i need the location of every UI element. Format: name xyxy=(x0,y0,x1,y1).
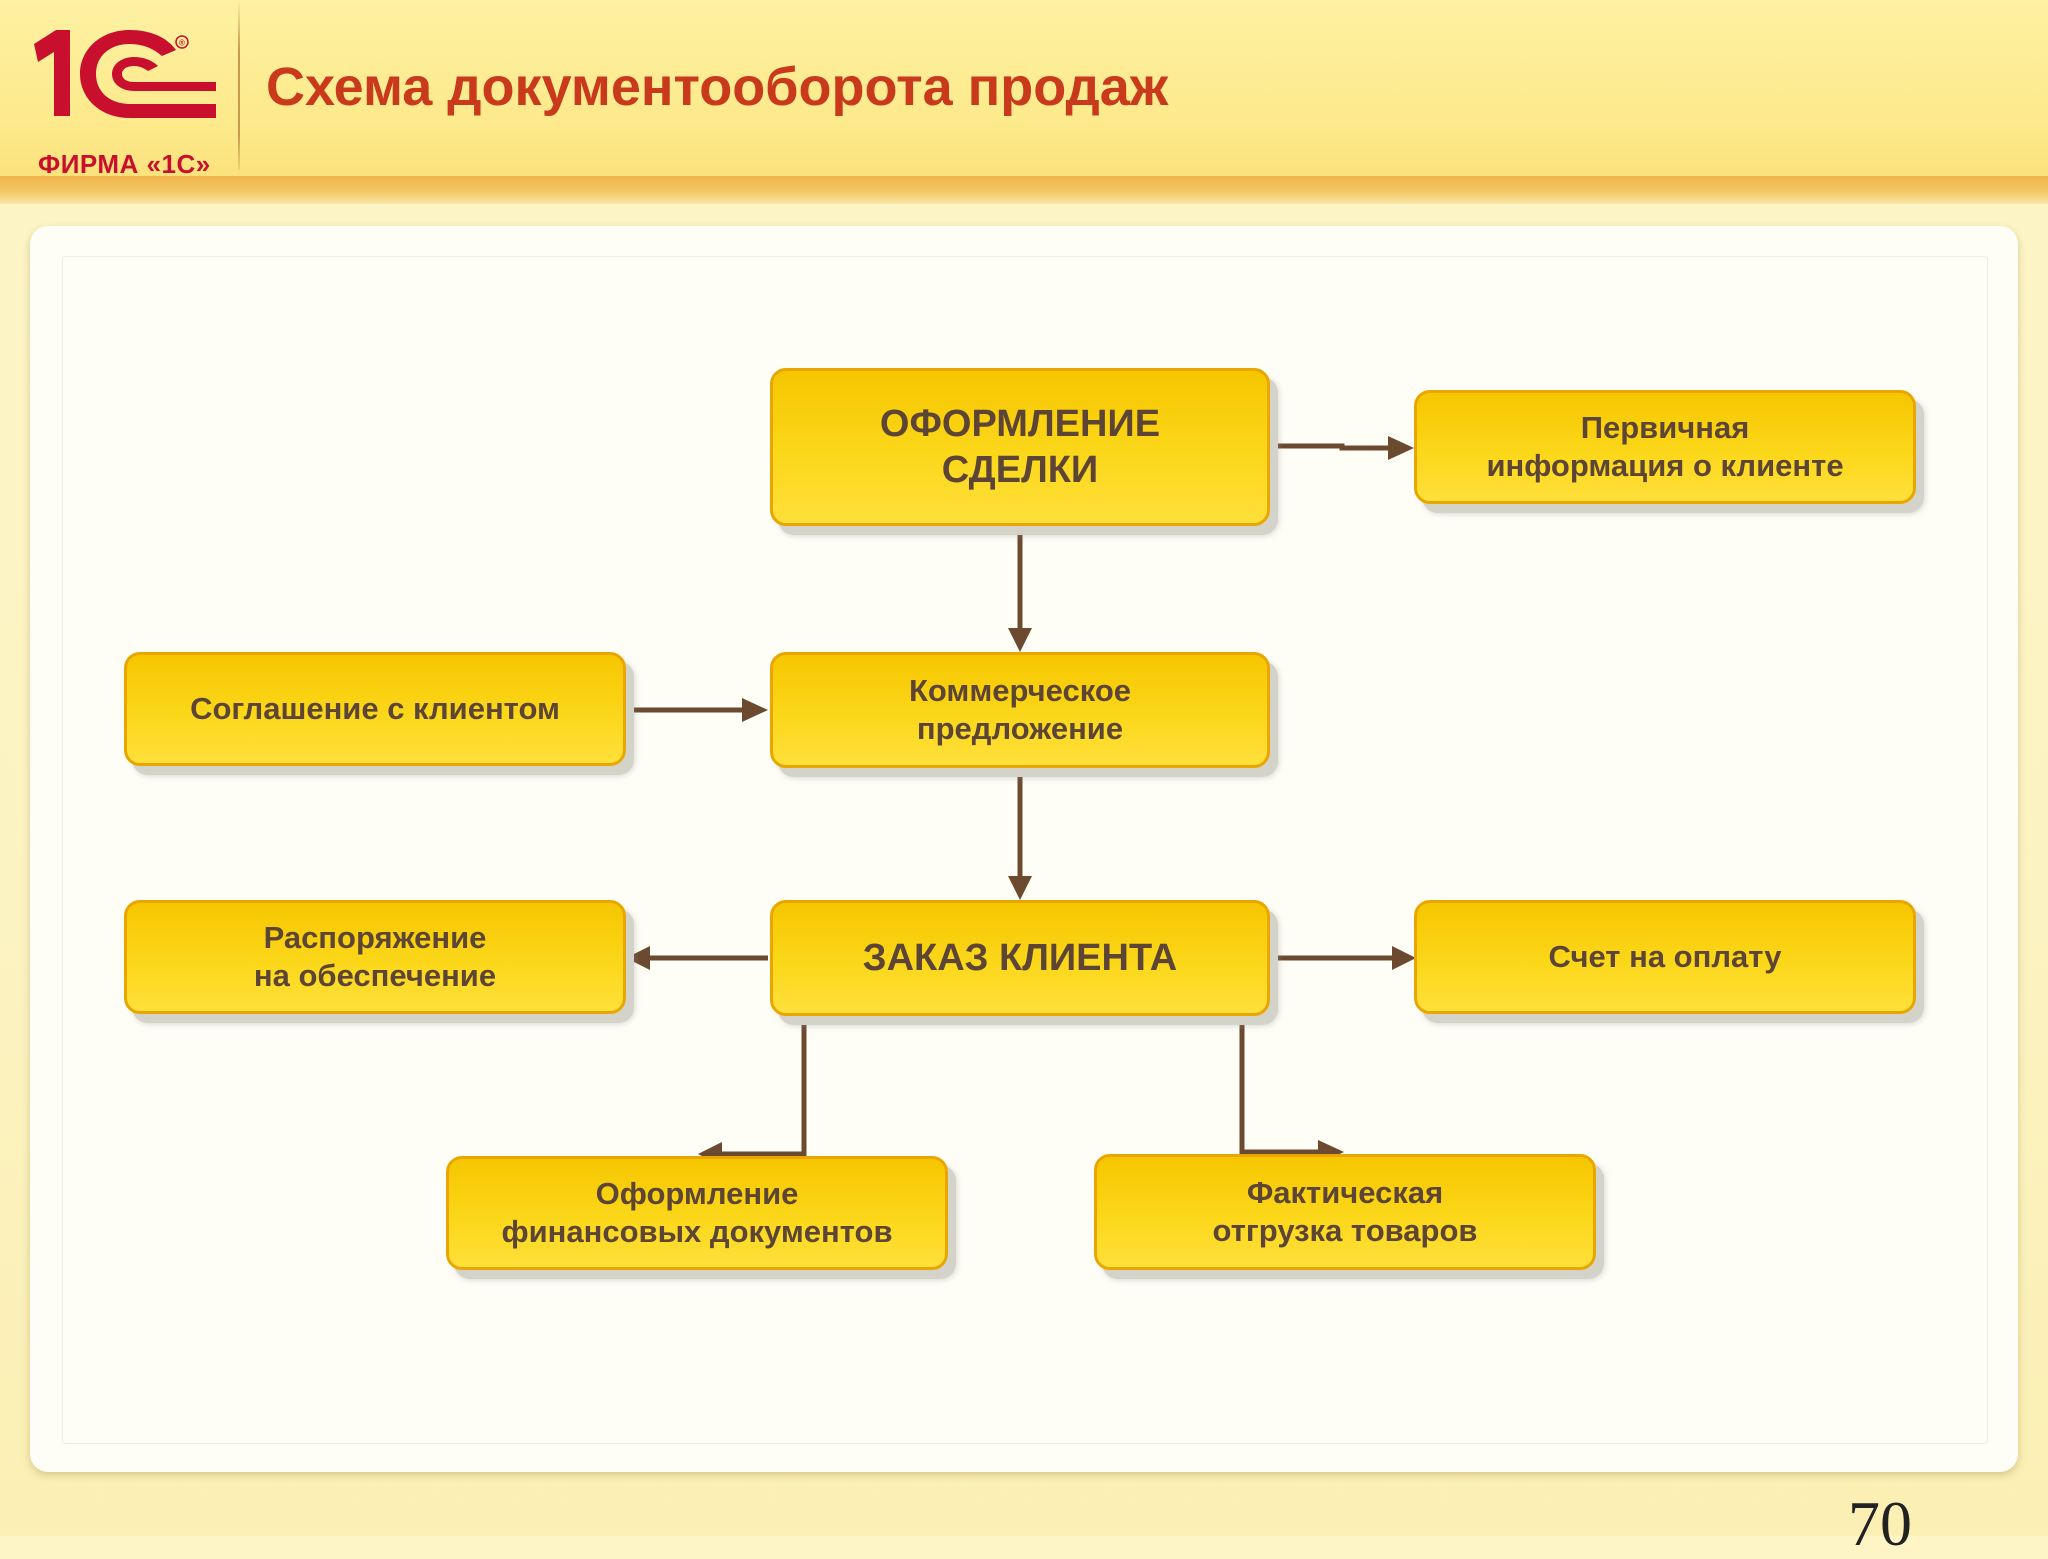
page-number: 70 xyxy=(1848,1488,1912,1559)
node-client-order: ЗАКАЗ КЛИЕНТА xyxy=(770,900,1270,1016)
edge-order-to-shipment xyxy=(1142,1013,1322,1155)
content-panel-inner xyxy=(62,256,1988,1444)
node-invoice: Счет на оплату xyxy=(1414,900,1916,1014)
arrow-deal-to-offer xyxy=(1008,628,1032,652)
logo-caption: ФИРМА «1С» xyxy=(38,149,211,179)
node-provision-order: Распоряжение на обеспечение xyxy=(124,900,626,1014)
node-financial-documents: Оформление финансовых документов xyxy=(446,1156,948,1270)
node-goods-shipment: Фактическая отгрузка товаров xyxy=(1094,1154,1596,1270)
arrow-order-to-provision xyxy=(626,946,650,970)
header-band xyxy=(0,176,2048,204)
edge-deal-to-primary-info xyxy=(1270,443,1395,451)
company-logo: ® ФИРМА «1С» xyxy=(26,22,226,179)
arrow-order-to-invoice xyxy=(1392,946,1416,970)
node-primary-client-info: Первичная информация о клиенте xyxy=(1414,390,1916,504)
slide-header: ® ФИРМА «1С» Схема документооборота прод… xyxy=(0,0,2048,184)
node-client-agreement: Соглашение с клиентом xyxy=(124,652,626,766)
node-commercial-offer: Коммерческое предложение xyxy=(770,652,1270,768)
logo-1c-mark: ® xyxy=(34,30,216,118)
node-deal-registration: ОФОРМЛЕНИЕ СДЕЛКИ xyxy=(770,368,1270,526)
header-divider xyxy=(238,0,240,170)
arrow-deal-to-primary-info xyxy=(1388,436,1414,460)
slide-title: Схема документооборота продаж xyxy=(266,57,1169,117)
arrow-agreement-to-offer xyxy=(742,698,768,722)
registered-mark: ® xyxy=(179,39,185,48)
edge-order-to-financial-docs xyxy=(718,1013,910,1157)
arrow-offer-to-order xyxy=(1008,876,1032,900)
